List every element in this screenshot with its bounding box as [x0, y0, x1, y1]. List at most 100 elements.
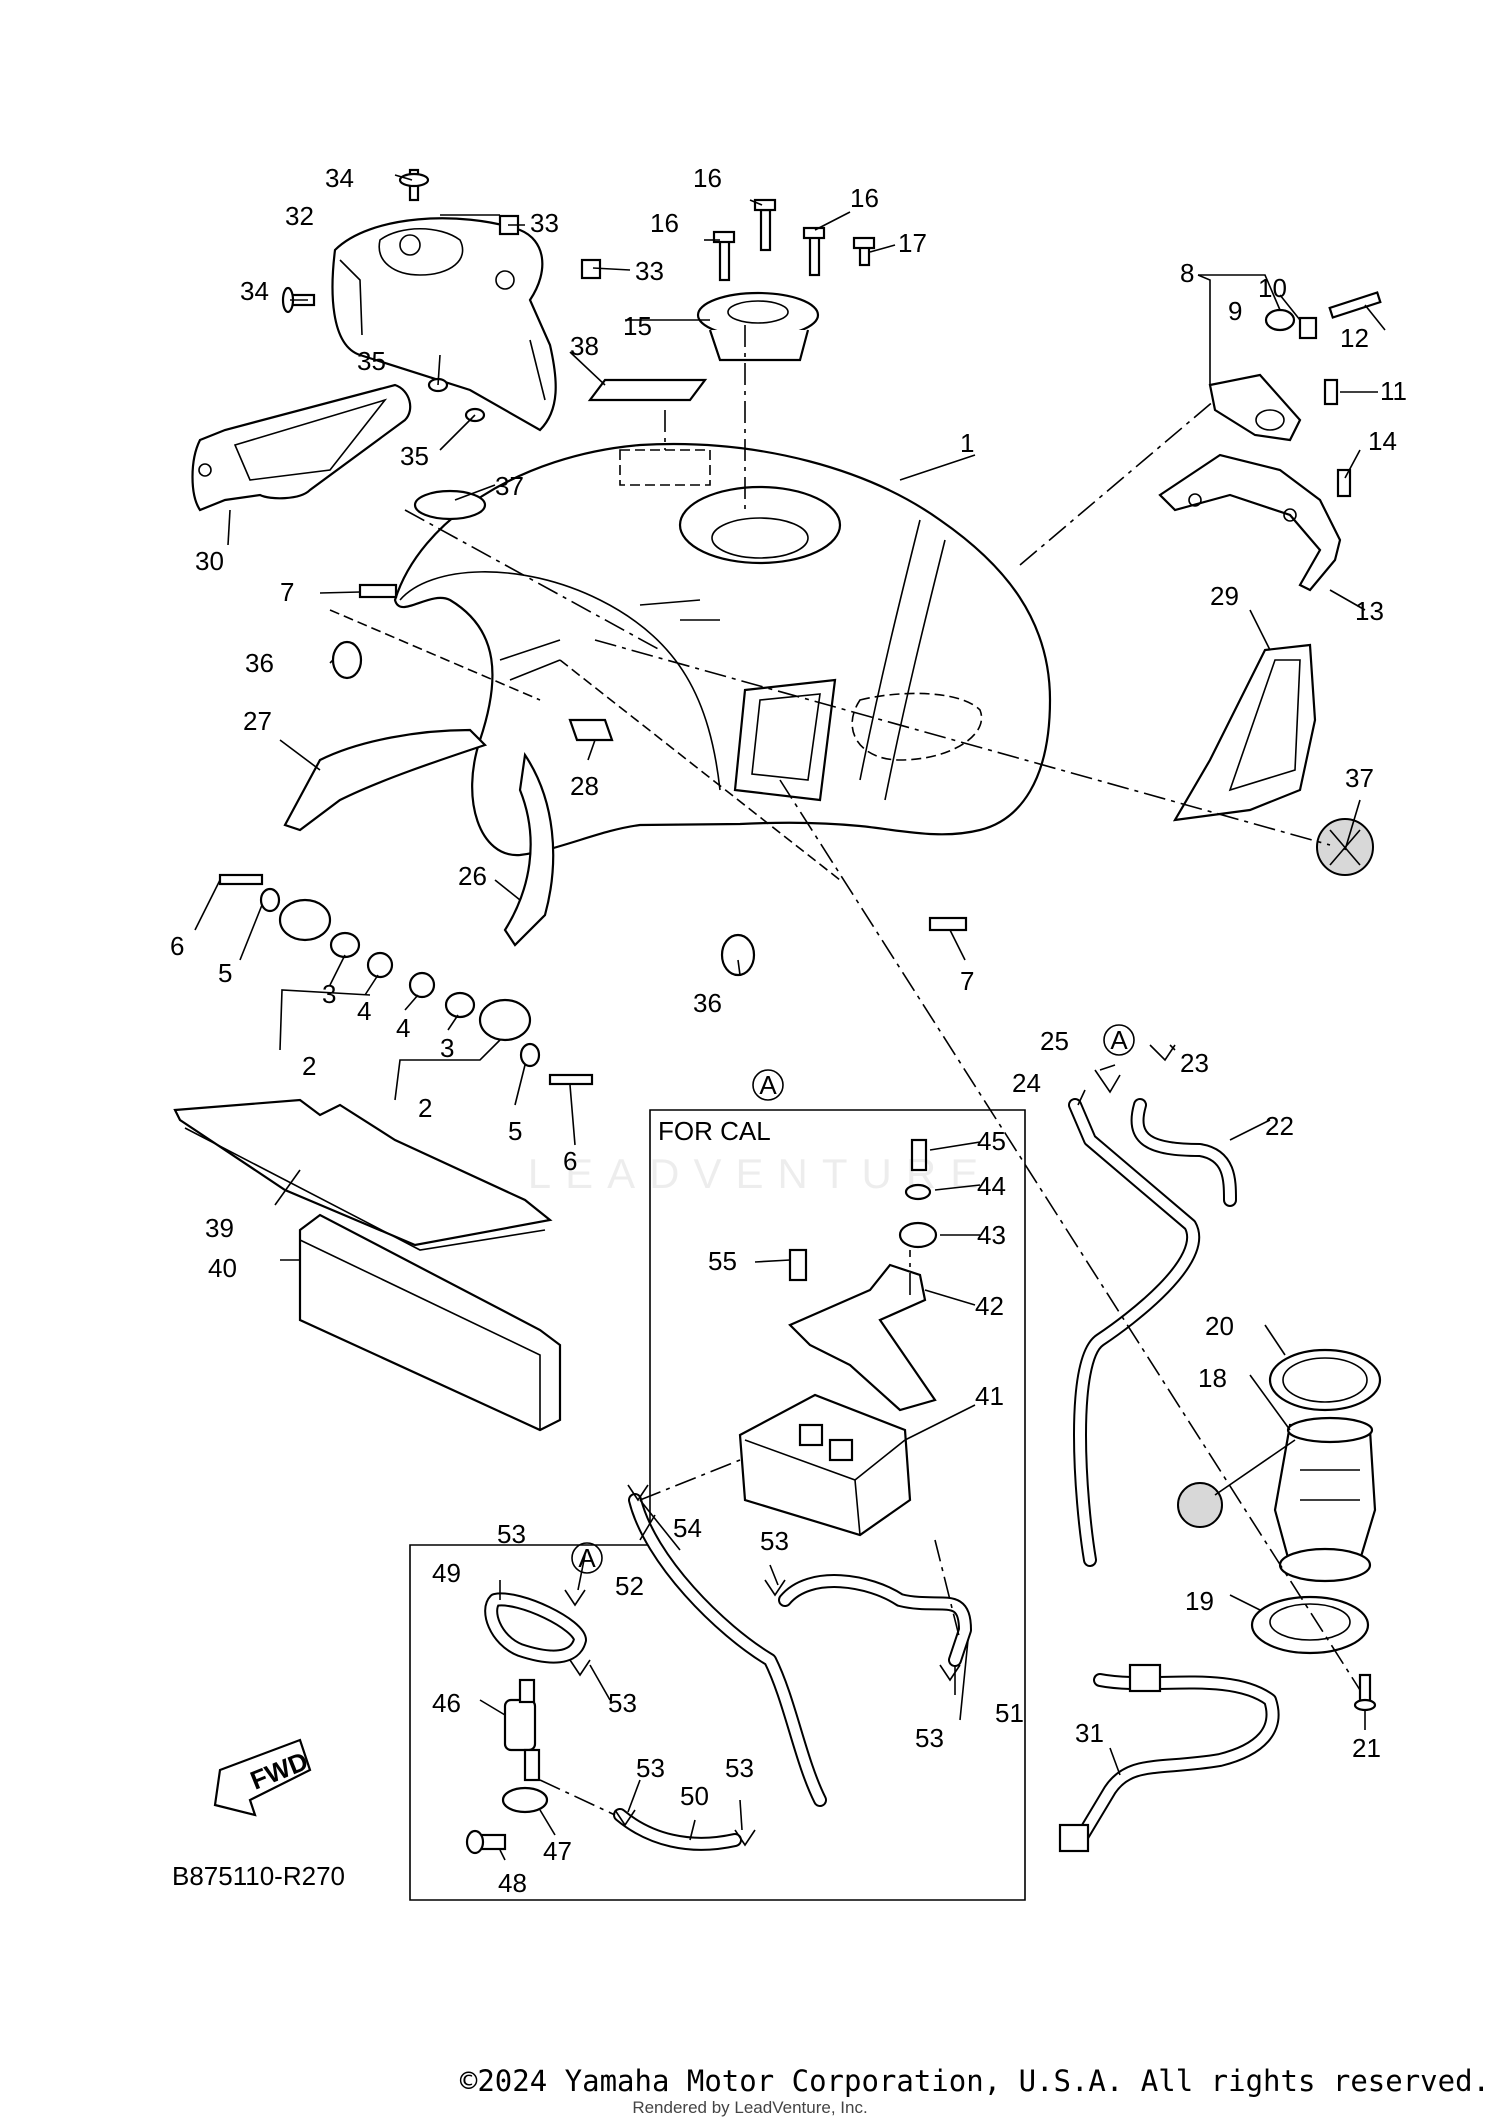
ring-20[interactable] — [1268, 1348, 1382, 1412]
collar-4-right[interactable] — [408, 971, 436, 999]
top-cover[interactable] — [331, 217, 557, 432]
canister-41[interactable] — [738, 1393, 912, 1537]
bolt-48[interactable] — [465, 1829, 507, 1855]
callout-50: 50 — [680, 1781, 709, 1811]
callout-29: 29 — [1210, 581, 1239, 611]
grommet-36-left[interactable] — [331, 640, 363, 680]
bolt-16-c[interactable] — [802, 226, 826, 277]
bracket-42[interactable] — [788, 1263, 937, 1412]
hose-22[interactable] — [1130, 1098, 1237, 1207]
callout-21: 21 — [1352, 1733, 1381, 1763]
bolt-21[interactable] — [1353, 1673, 1377, 1712]
bolt-16-b[interactable] — [753, 198, 777, 252]
bolt-17[interactable] — [852, 236, 876, 267]
callout-15: 15 — [623, 311, 652, 341]
callout-39: 39 — [205, 1213, 234, 1243]
hose-51[interactable] — [778, 1574, 972, 1667]
clip-23[interactable] — [1149, 1044, 1176, 1062]
bolt-11[interactable] — [1323, 378, 1339, 406]
hose-50[interactable] — [613, 1808, 742, 1851]
bolt-12[interactable] — [1328, 291, 1382, 319]
valve-46[interactable] — [503, 1678, 541, 1782]
callout-24: 24 — [1012, 1068, 1041, 1098]
side-panel-right[interactable] — [1172, 643, 1317, 822]
collar-4-left[interactable] — [366, 951, 394, 979]
callout-3a: 3 — [322, 979, 336, 1009]
fuel-tank[interactable] — [393, 442, 1052, 857]
bolt-45[interactable] — [910, 1138, 928, 1172]
bolt-16-a[interactable] — [712, 230, 736, 282]
callout-12: 12 — [1340, 323, 1369, 353]
hose-49[interactable] — [484, 1592, 587, 1664]
harness-31[interactable] — [1058, 1663, 1280, 1853]
callout-10: 10 — [1258, 273, 1287, 303]
seal-strip-27[interactable] — [283, 728, 488, 832]
callout-44: 44 — [977, 1171, 1006, 1201]
callout-55: 55 — [708, 1246, 737, 1276]
fuel-pump-cap-flange[interactable] — [696, 291, 820, 362]
clamp-47[interactable] — [501, 1786, 549, 1814]
grommet-43[interactable] — [898, 1221, 938, 1249]
bolt-34-top[interactable] — [398, 168, 430, 202]
bracket-assy[interactable] — [1208, 373, 1302, 442]
ref-mark-a-1: A — [752, 1069, 784, 1101]
callout-46: 46 — [432, 1688, 461, 1718]
bolt-7-left[interactable] — [358, 583, 398, 599]
hose-52[interactable] — [628, 1493, 827, 1807]
callout-1: 1 — [960, 428, 974, 458]
damper-40[interactable] — [298, 1213, 562, 1432]
emblem-37-right[interactable] — [1316, 818, 1374, 876]
clip-53-e[interactable] — [614, 1809, 636, 1827]
fuel-pump-18[interactable] — [1177, 1416, 1377, 1583]
side-cover-left[interactable] — [191, 383, 412, 512]
callout-22: 22 — [1265, 1111, 1294, 1141]
callout-16c: 16 — [850, 183, 879, 213]
clip-53-f[interactable] — [734, 1829, 756, 1847]
callout-5b: 5 — [508, 1116, 522, 1146]
seal-37-left[interactable] — [413, 489, 487, 521]
damper-2-right[interactable] — [478, 998, 532, 1042]
copyright-notice: ©2024 Yamaha Motor Corporation, U.S.A. A… — [459, 2064, 1490, 2098]
callout-14: 14 — [1368, 426, 1397, 456]
damper-2-left[interactable] — [278, 898, 332, 942]
gasket-19[interactable] — [1250, 1595, 1370, 1655]
callout-53c: 53 — [608, 1688, 637, 1718]
svg-text:A: A — [578, 1543, 596, 1573]
washer-5-left[interactable] — [259, 887, 281, 913]
grommet-36-bottom[interactable] — [720, 933, 756, 977]
clip-25[interactable] — [1094, 1069, 1121, 1094]
collar-3-left[interactable] — [329, 931, 361, 959]
washer-5-right[interactable] — [519, 1042, 541, 1068]
clip-53-c[interactable] — [764, 1579, 786, 1597]
collar-44[interactable] — [904, 1183, 932, 1201]
reference-lines — [329, 325, 1361, 1816]
collar-9[interactable] — [1264, 308, 1296, 332]
clip-53-a[interactable] — [564, 1589, 586, 1607]
bolt-6-right[interactable] — [548, 1073, 594, 1086]
clip-54[interactable] — [627, 1484, 649, 1502]
clip-53-d[interactable] — [939, 1664, 961, 1682]
callout-2a: 2 — [302, 1051, 316, 1081]
callout-31: 31 — [1075, 1718, 1104, 1748]
callout-labels: 1 34 32 34 33 33 35 35 38 37 30 15 16 16… — [170, 163, 1407, 1898]
seal-strip-26[interactable] — [503, 751, 555, 947]
bolt-7-bottom[interactable] — [928, 916, 968, 932]
callout-9: 9 — [1228, 296, 1242, 326]
damper-39[interactable] — [173, 1098, 553, 1251]
hose-24[interactable] — [1068, 1098, 1200, 1567]
clip-53-b[interactable] — [569, 1659, 591, 1677]
bolt-6-left[interactable] — [218, 873, 264, 886]
collar-10[interactable] — [1298, 316, 1318, 340]
callout-5a: 5 — [218, 958, 232, 988]
callout-51: 51 — [995, 1698, 1024, 1728]
decal-38[interactable] — [587, 378, 708, 402]
callout-6b: 6 — [563, 1146, 577, 1176]
bolt-55[interactable] — [788, 1248, 808, 1282]
collar-3-right[interactable] — [444, 991, 476, 1019]
rubber-28[interactable] — [568, 718, 614, 742]
callout-35b: 35 — [400, 441, 429, 471]
rear-bracket[interactable] — [1158, 453, 1342, 592]
callout-4b: 4 — [396, 1013, 410, 1043]
bolt-14[interactable] — [1336, 468, 1352, 498]
